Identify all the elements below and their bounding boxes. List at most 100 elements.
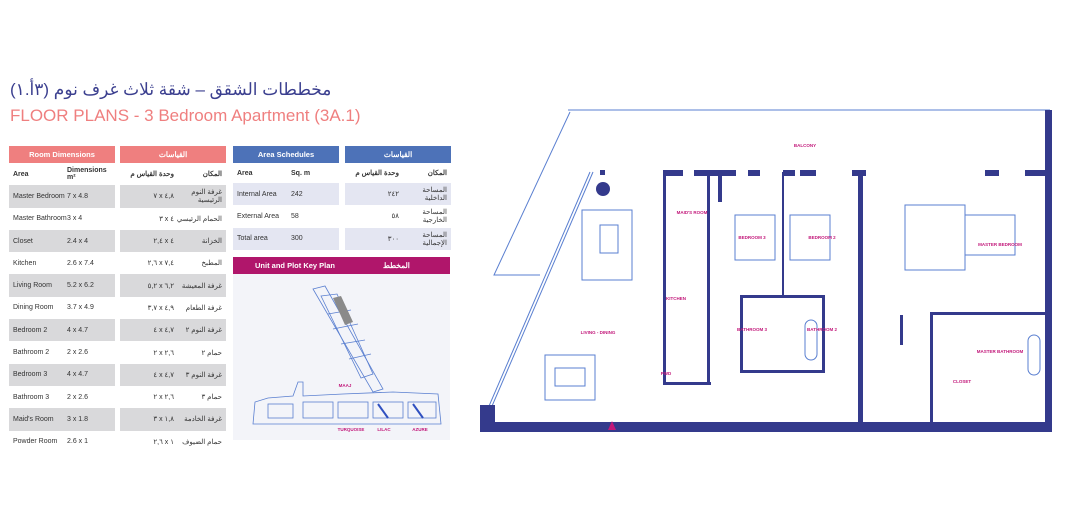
cell-area: Master Bedroom (13, 192, 65, 200)
cell-value: 2 x 2.6 (67, 349, 89, 357)
table-row: Powder Room 2.6 x 1 (9, 431, 115, 453)
cell-value: 2.4 x 4 (67, 237, 89, 245)
cell-area: Bathroom 2 (13, 349, 50, 357)
room-label: MASTER BATHROOM (977, 349, 1024, 354)
key-plan-title: Unit and Plot Key Plan (255, 261, 336, 270)
column-header-row: المكان وحدة القياس م (120, 163, 226, 185)
cell-value: ٣ x ١,٨ (153, 416, 174, 424)
cell-area: Powder Room (13, 438, 58, 446)
key-label-lilac: LILAC (377, 427, 391, 432)
cell-value: ٢,٦ x ١ (153, 438, 174, 446)
table-row: Bathroom 2 2 x 2.6 (9, 341, 115, 363)
table-row: المساحة الداخلية ٢٤٢ (345, 183, 451, 206)
cell-area: حمام ٢ (201, 349, 222, 357)
cell-area: Bathroom 3 (13, 393, 50, 401)
col-area: المكان (202, 171, 222, 179)
cell-value: 5.2 x 6.2 (67, 282, 94, 290)
cell-value: 4 x 4.7 (67, 326, 89, 334)
table-row: Bedroom 3 4 x 4.7 (9, 363, 115, 386)
cell-value: 2 x 2.6 (67, 393, 89, 401)
room-label: CLOSET (953, 379, 972, 384)
col-val: Sq. m (291, 169, 311, 177)
room-label: PWD (661, 371, 672, 376)
cell-area: Bedroom 3 (13, 371, 48, 379)
cell-value: ٣,٧ x ٤,٩ (147, 304, 174, 312)
cell-value: 2.6 x 1 (67, 438, 89, 446)
key-plan-header: Unit and Plot Key Plan المخطط (233, 257, 450, 274)
cell-value: ٣٠٠ (387, 235, 399, 243)
cell-value: ٢,٦ x ٧,٤ (147, 260, 174, 268)
cell-value: ٥٨ (391, 213, 399, 221)
cell-area: غرفة الخادمة (184, 416, 222, 424)
cell-area: Closet (13, 237, 33, 245)
cell-value: 3 x 1.8 (67, 415, 89, 423)
table-row: Bathroom 3 2 x 2.6 (9, 386, 115, 408)
key-plan: MAAJ TURQUOISE LILAC AZURE (233, 274, 450, 440)
table-row: Closet 2.4 x 4 (9, 229, 115, 253)
cell-area: غرفة النوم ٣ (185, 371, 222, 379)
room-label: MASTER BEDROOM (978, 242, 1022, 247)
room-label: BATHROOM 2 (807, 327, 837, 332)
cell-area: Internal Area (237, 190, 277, 198)
cell-area: Dining Room (13, 304, 54, 312)
cell-area: غرفة النوم الرئيسية (191, 189, 222, 205)
table-header: القياسات (345, 146, 451, 163)
table-header: القياسات (120, 146, 226, 163)
table-row: غرفة النوم الرئيسية ٧ x ٤,٨ (120, 185, 226, 208)
title-english: FLOOR PLANS - 3 Bedroom Apartment (3A.1) (10, 106, 361, 125)
col-area: المكان (427, 170, 447, 177)
cell-value: 4 x 4.7 (67, 371, 89, 379)
room-label: BEDROOM 2 (808, 235, 836, 240)
title-arabic: مخططات الشقق – شقة ثلاث غرف نوم (٣أ.١) (10, 80, 332, 99)
table-row: المساحة الخارجية ٥٨ (345, 205, 451, 227)
cell-area: Bedroom 2 (13, 326, 48, 334)
cell-area: المساحة الخارجية (422, 209, 447, 225)
cell-value: 300 (291, 235, 303, 243)
room-label: BEDROOM 3 (738, 235, 766, 240)
cell-value: ٢,٤ x ٤ (153, 238, 174, 246)
col-area: Area (237, 169, 253, 177)
cell-area: غرفة النوم ٢ (185, 327, 222, 335)
key-plan-title-arabic: المخطط (383, 261, 410, 270)
cell-value: ٥,٢ x ٦,٢ (147, 282, 174, 290)
cell-value: ٧ x ٤,٨ (153, 193, 174, 201)
room-label: BALCONY (794, 143, 816, 148)
table-row: Bedroom 2 4 x 4.7 (9, 319, 115, 342)
cell-value: ٢ x ٢,٦ (153, 394, 174, 402)
room-dimensions-table-arabic: القياسات المكان وحدة القياس م غرفة النوم … (120, 146, 226, 453)
room-label: KITCHEN (666, 296, 686, 301)
cell-area: المساحة الداخلية (422, 187, 447, 203)
col-dim: وحدة القياس م (130, 171, 174, 179)
cell-area: Master Bathroom (13, 215, 67, 223)
cell-value: ٢٤٢ (387, 191, 399, 199)
cell-area: غرفة الطعام (185, 304, 222, 312)
cell-area: الخزانة (201, 238, 222, 246)
col-val: وحدة القياس م (355, 170, 399, 177)
cell-area: External Area (237, 212, 280, 220)
table-header: Room Dimensions (9, 146, 115, 163)
cell-value: ٤ x ٤,٧ (153, 327, 174, 335)
col-dim: Dimensions m² (67, 167, 107, 182)
cell-value: 3 x 4 (67, 215, 83, 223)
key-label-maaj: MAAJ (339, 383, 352, 388)
room-label: MAID'S ROOM (677, 210, 708, 215)
column-header-row: المكان وحدة القياس م (345, 163, 451, 183)
cell-value: 2.6 x 7.4 (67, 259, 94, 267)
table-row: غرفة النوم ٢ ٤ x ٤,٧ (120, 319, 226, 342)
